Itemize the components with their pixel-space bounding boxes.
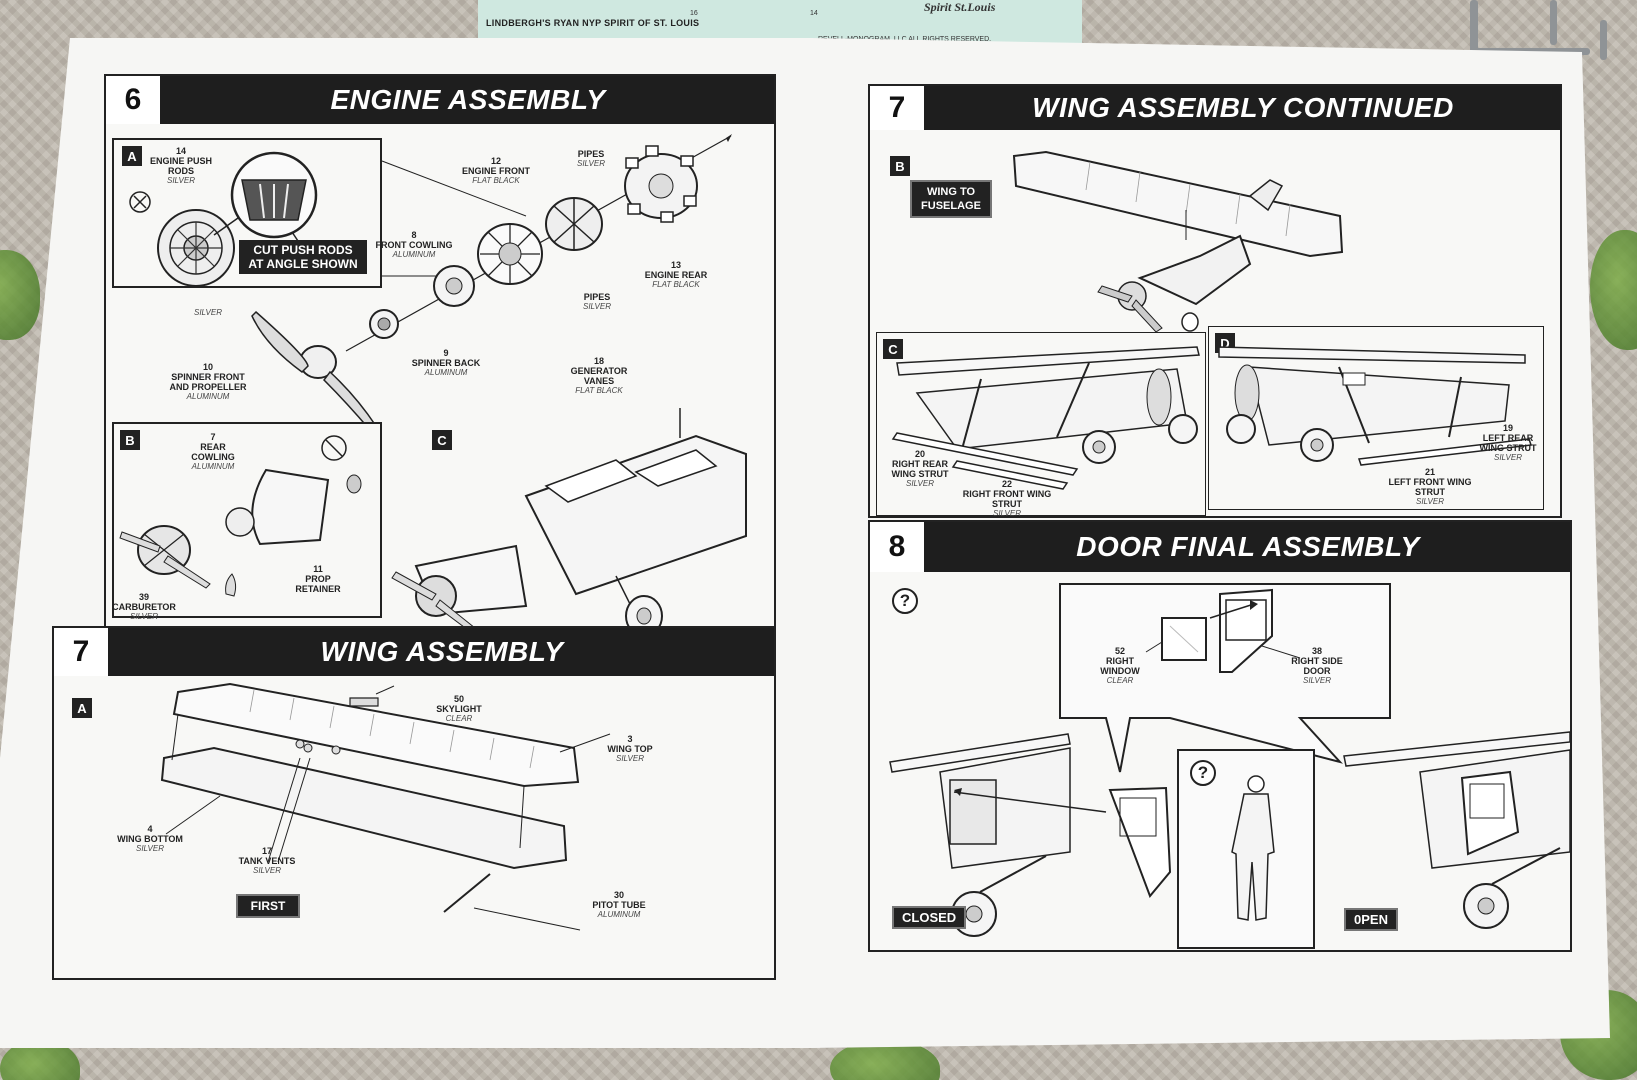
callout-right-side-door: 38 RIGHT SIDE DOOR SILVER: [1291, 646, 1343, 685]
callout-pitot-tube: 30 PITOT TUBE ALUMINUM: [592, 890, 646, 919]
step-7-number: 7: [54, 628, 110, 676]
callout-engine-rear: 13 ENGINE REAR FLAT BLACK: [644, 260, 708, 289]
wing-to-fuselage-illustration: [870, 86, 1564, 336]
callout-pipes-top: PIPES SILVER: [576, 149, 605, 168]
step-7-header: 7 WING ASSEMBLY: [54, 628, 774, 676]
sub-step-label-c: C: [432, 430, 452, 450]
decal-number: 16: [690, 10, 698, 17]
sub-step-label-b: B: [890, 156, 910, 176]
callout-pipes-bottom: PIPES SILVER: [582, 292, 611, 311]
step-7-continued-panel: 7 WING ASSEMBLY CONTINUED B WING TO FUSE…: [868, 84, 1562, 518]
step-7c-d-detail-box: D 21 LEFT FRONT WING STRUT SILVER 19: [1208, 326, 1544, 510]
push-rod-engine-illustration: [114, 140, 384, 290]
question-icon: ?: [892, 588, 918, 614]
sub-step-label-a: A: [122, 146, 142, 166]
decal-title: LINDBERGH'S RYAN NYP SPIRIT OF ST. LOUIS: [486, 18, 700, 28]
callout-left-front-wing-strut: 21 LEFT FRONT WING STRUT SILVER: [1388, 467, 1472, 506]
callout-wing-top: 3 WING TOP SILVER: [607, 734, 653, 763]
decal-number: 14: [810, 10, 818, 17]
step-6a-detail-box: A 14 ENGINE PUSH RODS SILVER: [112, 138, 382, 288]
sub-step-label-b: B: [120, 430, 140, 450]
sub-step-label-c: C: [883, 339, 903, 359]
callout-right-front-wing-strut: 22 RIGHT FRONT WING STRUT SILVER: [962, 479, 1052, 518]
callout-engine-push-rods: 14 ENGINE PUSH RODS SILVER: [149, 146, 212, 185]
door-detail-callout-bubble: [870, 522, 1574, 954]
callout-generator-vanes: 18 GENERATOR VANES FLAT BLACK: [570, 356, 628, 395]
callout-prop-retainer: 11 PROP RETAINER: [295, 564, 341, 594]
step-8-panel: 8 DOOR FINAL ASSEMBLY ?: [868, 520, 1572, 952]
callout-right-window: 52 RIGHT WINDOW CLEAR: [1100, 646, 1140, 685]
step-7c-header: 7 WING ASSEMBLY CONTINUED: [870, 86, 1560, 130]
step-6-title: ENGINE ASSEMBLY: [330, 84, 606, 115]
step-6-header: 6 ENGINE ASSEMBLY: [106, 76, 774, 124]
step-6-number: 6: [106, 76, 162, 124]
right-wing-strut-illustration: [877, 333, 1207, 517]
callout-wing-bottom: 4 WING BOTTOM SILVER: [117, 824, 183, 853]
wing-assembly-illustration: [54, 628, 778, 982]
cut-push-rods-note: CUT PUSH RODS AT ANGLE SHOWN: [239, 240, 367, 274]
instruction-page-right: 7 WING ASSEMBLY CONTINUED B WING TO FUSE…: [812, 38, 1610, 1048]
closed-tag: CLOSED: [892, 906, 967, 929]
step-8-header: 8 DOOR FINAL ASSEMBLY: [870, 522, 1570, 572]
left-wing-strut-illustration: [1209, 327, 1545, 511]
callout-carburetor: 39 CARBURETOR SILVER: [112, 592, 176, 621]
step-8-number: 8: [870, 522, 926, 572]
fuselage-engine-mount-illustration: [396, 376, 776, 636]
step-7-panel: 7 WING ASSEMBLY A 50: [52, 626, 776, 980]
callout-engine-front: 12 ENGINE FRONT FLAT BLACK: [461, 156, 530, 185]
open-tag: 0PEN: [1344, 908, 1398, 931]
step-8-title: DOOR FINAL ASSEMBLY: [1076, 531, 1420, 562]
callout-left-rear-wing-strut: 19 LEFT REAR WING STRUT SILVER: [1479, 423, 1537, 462]
step-7c-c-detail-box: C 20 RIGHT REAR WING STRUT SILVER 22: [876, 332, 1207, 518]
callout-tank-vents: 17 TANK VENTS SILVER: [238, 846, 296, 875]
callout-right-rear-wing-strut: 20 RIGHT REAR WING STRUT SILVER: [891, 449, 949, 488]
decal-logo: Spirit St.Louis: [924, 0, 996, 14]
sub-step-label-a: A: [72, 698, 92, 718]
callout-rear-cowling: 7 REAR COWLING ALUMINUM: [191, 432, 235, 471]
step-7c-number: 7: [870, 86, 926, 130]
instruction-page-left: 6 ENGINE ASSEMBLY A 14 ENGINE PUSH RODS …: [0, 38, 820, 1048]
first-tag: FIRST: [236, 894, 300, 918]
rear-cowling-illustration: [114, 424, 384, 620]
question-icon: ?: [1190, 760, 1216, 786]
step-6b-detail-box: B 7 REAR COWLING ALUMINUM 11 PROP R: [112, 422, 384, 621]
step-6-panel: 6 ENGINE ASSEMBLY A 14 ENGINE PUSH RODS …: [104, 74, 776, 686]
callout-spinner-back: 9 SPINNER BACK ALUMINUM: [411, 348, 481, 377]
step-7c-title: WING ASSEMBLY CONTINUED: [1032, 92, 1454, 123]
decal-copyright: REVELL-MONOGRAM, LLC ALL RIGHTS RESERVED…: [818, 36, 992, 43]
callout-skylight: 50 SKYLIGHT CLEAR: [436, 694, 482, 723]
callout-front-cowling: 8 FRONT COWLING ALUMINUM: [375, 230, 453, 259]
exploded-engine-illustration: [106, 134, 732, 406]
callout-spinner-front-propeller: 10 SPINNER FRONT AND PROPELLER ALUMINUM: [169, 362, 247, 401]
step-7-title: WING ASSEMBLY: [320, 636, 564, 667]
callout-silver-propeller: SILVER: [193, 308, 222, 317]
wing-to-fuselage-tag: WING TO FUSELAGE: [910, 180, 992, 218]
